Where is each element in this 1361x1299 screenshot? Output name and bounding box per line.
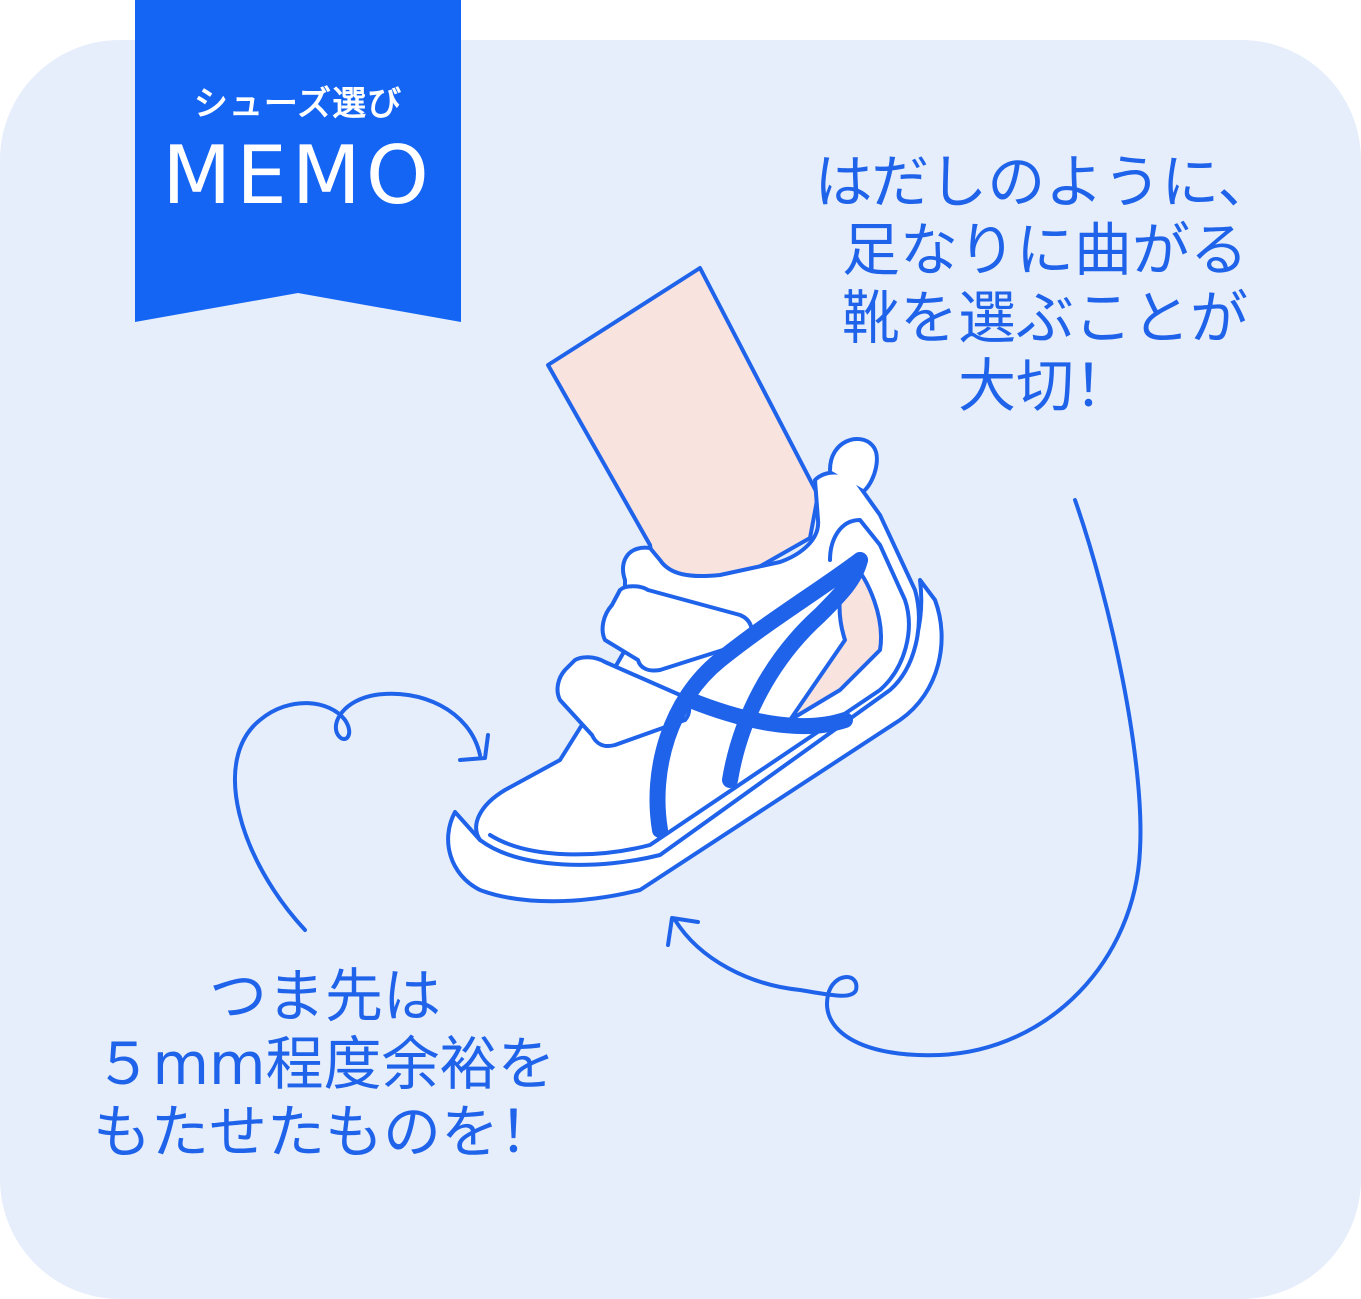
badge-subtitle: シューズ選び xyxy=(193,84,403,124)
flex-note-line-4: 大切！ xyxy=(957,352,1132,420)
heel-tab xyxy=(828,437,879,492)
flex-note-line-2: 足なりに曲がる xyxy=(841,216,1248,284)
toe-note-line-2: ５mm程度余裕を xyxy=(94,1030,556,1098)
shoe-upper xyxy=(474,470,921,867)
toe-arrow xyxy=(232,691,482,932)
flex-note: はだしのように、 足なりに曲がる 靴を選ぶことが 大切！ xyxy=(770,148,1320,420)
velcro-strap-bottom xyxy=(555,655,692,748)
flex-arrow xyxy=(673,498,1143,1058)
toe-note-line-1: つま先は xyxy=(208,962,441,1030)
badge-title: MEMO xyxy=(162,129,434,222)
shoe-stripe-1 xyxy=(649,552,868,838)
flex-note-line-1: はだしのように、 xyxy=(814,148,1276,216)
shoe-stripe-2 xyxy=(722,552,868,788)
flex-arrow-head xyxy=(666,916,700,947)
toe-note: つま先は ５mm程度余裕を もたせたものを！ xyxy=(20,962,630,1166)
toe-arrow-head xyxy=(458,733,490,762)
flex-note-line-3: 靴を選ぶことが xyxy=(841,284,1248,352)
memo-badge: シューズ選び MEMO xyxy=(135,0,461,325)
toe-note-line-3: もたせたものを！ xyxy=(92,1098,557,1166)
shoe-stripe-3 xyxy=(682,692,853,735)
badge-ribbon-shape xyxy=(135,0,461,322)
